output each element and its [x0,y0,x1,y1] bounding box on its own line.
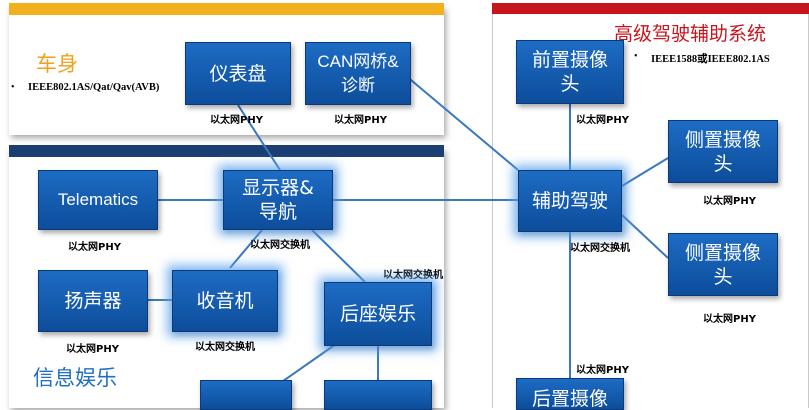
telematics-node[interactable]: Telematics [38,170,158,230]
rear-camera-label: 以太网PHY [576,365,629,376]
instrument-cluster-node[interactable]: 仪表盘 [185,42,291,105]
instrument-cluster-label: 以太网PHY [210,115,263,126]
radio-node[interactable]: 收音机 [172,270,278,332]
radio-label: 以太网交换机 [195,342,255,353]
adas-controller-node[interactable]: 辅助驾驶 [518,170,622,232]
side-camera-2-label: 以太网PHY [703,314,756,325]
telematics-label: 以太网PHY [68,242,121,253]
side-camera-1-node[interactable]: 侧置摄像 头 [668,120,778,183]
body-domain-title: 车身 [36,52,78,76]
speaker-label: 以太网PHY [66,344,119,355]
infotainment-node-partial-2[interactable] [324,380,432,410]
can-bridge-node[interactable]: CAN网桥& 诊断 [305,42,411,105]
body-domain-note: IEEE802.1AS/Qat/Qav(AVB) [28,82,160,93]
rear-entertainment-label: 以太网交换机 [383,270,443,281]
can-bridge-label: 以太网PHY [334,115,387,126]
rear-camera-node-text: 后置摄像 [531,388,608,410]
front-camera-label: 以太网PHY [576,115,629,126]
adas-domain-note: IEEE1588或IEEE802.1AS [651,54,770,65]
speaker-node[interactable]: 扬声器 [38,270,148,332]
body-domain-bar [9,3,444,15]
front-camera-node[interactable]: 前置摄像 头 [516,40,624,104]
infotainment-node-partial-1[interactable] [200,380,292,410]
display-navigation-label: 以太网交换机 [250,240,310,251]
side-camera-1-label: 以太网PHY [703,196,756,207]
rear-camera-node[interactable]: 后置摄像 [516,378,624,410]
rear-entertainment-node[interactable]: 后座娱乐 [324,282,432,346]
adas-domain-title: 高级驾驶辅助系统 [614,23,767,45]
infotainment-domain-title: 信息娱乐 [33,366,117,390]
adas-domain-bar [492,3,809,14]
infotainment-domain-bar [9,145,444,157]
body-note-bullet: • [11,82,15,93]
adas-note-bullet: • [634,51,638,62]
adas-controller-label: 以太网交换机 [570,243,630,254]
side-camera-2-node[interactable]: 侧置摄像 头 [668,233,778,296]
display-navigation-node[interactable]: 显示器& 导航 [223,170,333,230]
